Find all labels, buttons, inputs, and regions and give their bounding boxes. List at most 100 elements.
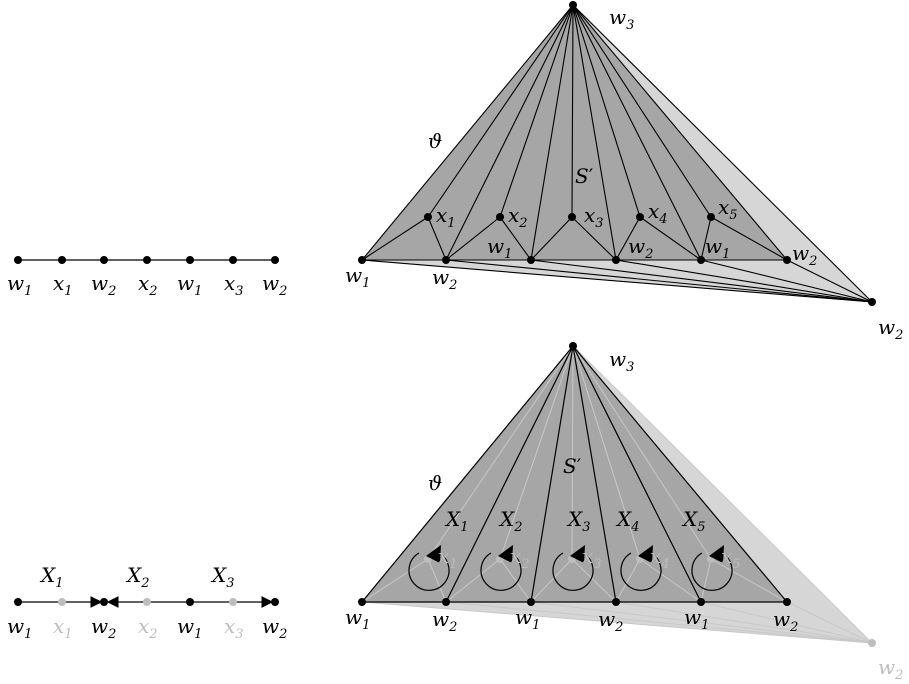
base-vertex bbox=[697, 598, 705, 606]
inner-vertex bbox=[568, 213, 576, 221]
path-vertex bbox=[100, 598, 108, 606]
base-vertex bbox=[527, 598, 535, 606]
path-vertex bbox=[186, 598, 194, 606]
base-vertex bbox=[527, 256, 535, 264]
outer-vertex bbox=[868, 298, 876, 306]
base-vertex bbox=[697, 256, 705, 264]
outer-vertex-label-faded: w2 bbox=[878, 655, 903, 683]
path-vertex bbox=[100, 256, 108, 264]
sector-label: X5 bbox=[681, 507, 706, 535]
base-vertex-label: w1 bbox=[684, 605, 709, 633]
inner-vertex-label-faded: x5 bbox=[721, 544, 741, 572]
vertex-label: w2 bbox=[91, 271, 116, 299]
bottom-left-path: X1 X2 X3 w1 x1 w2 x2 w1 x3 w2 bbox=[7, 563, 287, 642]
base-vertex bbox=[358, 598, 366, 606]
inner-vertex bbox=[636, 213, 644, 221]
figure-vertices bbox=[358, 1, 876, 306]
theta-label: ϑ bbox=[428, 129, 442, 153]
apex-vertex bbox=[569, 342, 577, 350]
apex-label: w3 bbox=[609, 347, 634, 375]
vertex-label: x2 bbox=[138, 271, 158, 299]
path-vertices bbox=[14, 598, 279, 606]
base-vertex bbox=[612, 598, 620, 606]
base-vertex-label: w2 bbox=[598, 607, 623, 635]
bottom-right-figure: ϑ S′ w3 w2 w1 w2 w1 w2 w1 w2 X1 X2 X3 X4… bbox=[345, 342, 903, 683]
outer-vertex-faded bbox=[868, 639, 876, 647]
path-vertex bbox=[186, 256, 194, 264]
path-vertex-labels: w1 x1 w2 x2 w1 x3 w2 bbox=[7, 614, 287, 642]
path-vertex bbox=[271, 256, 279, 264]
base-vertex-label: w1 bbox=[515, 605, 540, 633]
base-vertex-label: w2 bbox=[432, 607, 457, 635]
figure-labels: ϑ S′ w3 w2 w1 w2 w1 w2 w1 w2 x1 x2 x3 x4… bbox=[345, 5, 903, 343]
sector-label: X4 bbox=[615, 507, 640, 535]
base-vertex-label: w2 bbox=[792, 241, 817, 269]
vertex-label: w2 bbox=[262, 271, 287, 299]
inner-vertex bbox=[496, 213, 504, 221]
vertex-label-faded: x3 bbox=[224, 614, 244, 642]
region-label: S′ bbox=[563, 454, 582, 478]
vertex-label-faded: x2 bbox=[138, 614, 158, 642]
base-left-label: w1 bbox=[345, 605, 370, 633]
base-vertex bbox=[612, 256, 620, 264]
inner-vertex-label-faded: x1 bbox=[438, 544, 458, 572]
vertex-label: w1 bbox=[7, 614, 32, 642]
path-vertex-labels: w1 x1 w2 x2 w1 x3 w2 bbox=[7, 271, 287, 299]
path-vertex bbox=[58, 256, 66, 264]
base-vertex-label: w2 bbox=[628, 234, 653, 262]
vertex-label: w2 bbox=[262, 614, 287, 642]
figure-labels: ϑ S′ w3 w2 w1 w2 w1 w2 w1 w2 X1 X2 X3 X4… bbox=[345, 347, 903, 683]
path-vertex-faded bbox=[58, 598, 66, 606]
sector-label: X3 bbox=[566, 507, 591, 535]
inner-vertex bbox=[424, 213, 432, 221]
vertex-label: w1 bbox=[177, 271, 202, 299]
theta-label: ϑ bbox=[428, 471, 442, 495]
path-vertices bbox=[14, 256, 279, 264]
rotation-arrow-icon bbox=[408, 551, 450, 591]
edge-label: X3 bbox=[210, 563, 235, 591]
inner-vertex-label: x3 bbox=[584, 203, 604, 231]
vertex-label: x1 bbox=[53, 271, 73, 299]
inner-vertex-label-faded: x4 bbox=[650, 544, 670, 572]
faded-inner-vertices bbox=[424, 555, 876, 647]
base-vertex bbox=[783, 256, 791, 264]
rotation-arrows bbox=[408, 551, 733, 591]
edge-labels: X1 X2 X3 bbox=[39, 563, 235, 591]
base-and-fan-lines bbox=[361, 216, 873, 303]
vertex-label: w1 bbox=[7, 271, 32, 299]
sector-label: X1 bbox=[444, 507, 469, 535]
vertex-label: x3 bbox=[224, 271, 244, 299]
apex-label: w3 bbox=[609, 5, 634, 33]
path-vertex-faded bbox=[143, 598, 151, 606]
region-label: S′ bbox=[575, 164, 594, 188]
rotation-arrow-heads bbox=[426, 545, 724, 563]
inner-vertex-label-faded: x2 bbox=[510, 544, 530, 572]
rotation-arrow-icon bbox=[691, 551, 733, 591]
path-vertex bbox=[143, 256, 151, 264]
rotation-arrow-icon bbox=[480, 551, 522, 591]
dark-triangle-region bbox=[362, 346, 787, 602]
path-vertex bbox=[229, 256, 237, 264]
inner-vertex-label: x1 bbox=[436, 203, 456, 231]
base-vertex bbox=[783, 598, 791, 606]
sector-label: X2 bbox=[498, 507, 523, 535]
path-vertex bbox=[271, 598, 279, 606]
base-vertex-label: w1 bbox=[487, 234, 512, 262]
inner-vertex bbox=[707, 213, 715, 221]
base-vertex bbox=[442, 598, 450, 606]
base-vertex-label: w2 bbox=[432, 265, 457, 293]
inner-vertex-label: x5 bbox=[718, 195, 738, 223]
path-vertex bbox=[14, 256, 22, 264]
rotation-arrow-icon bbox=[620, 551, 662, 591]
faded-lines bbox=[361, 345, 873, 644]
inner-vertex-label: x2 bbox=[508, 203, 528, 231]
base-vertex bbox=[358, 256, 366, 264]
figure-vertices bbox=[358, 342, 791, 606]
vertex-label: w2 bbox=[91, 614, 116, 642]
outer-vertex-label: w2 bbox=[878, 315, 903, 343]
rotation-arrow-icon bbox=[552, 551, 594, 591]
top-right-figure: ϑ S′ w3 w2 w1 w2 w1 w2 w1 w2 x1 x2 x3 x4… bbox=[345, 1, 903, 343]
apex-vertex bbox=[569, 1, 577, 9]
vertex-label-faded: x1 bbox=[53, 614, 73, 642]
